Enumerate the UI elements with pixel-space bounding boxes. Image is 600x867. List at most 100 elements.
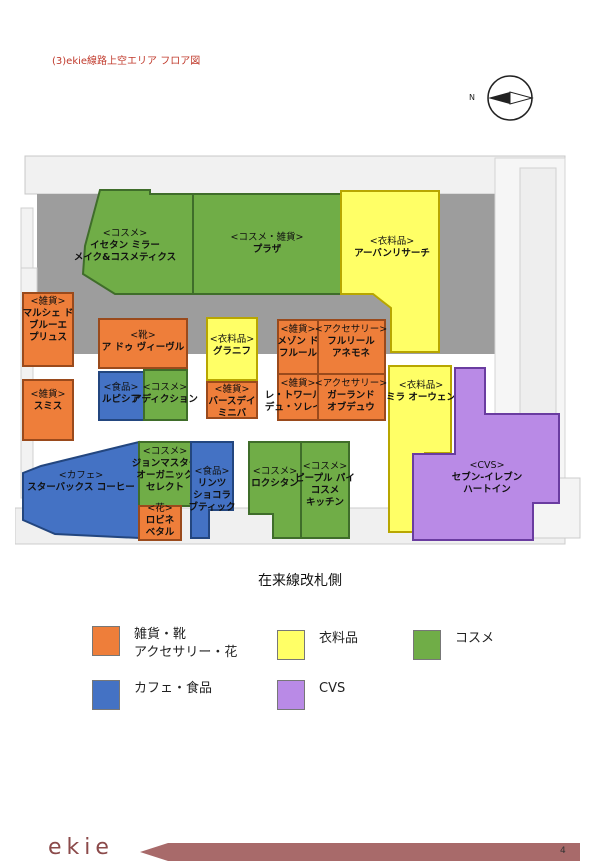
shop-name-johnmasters: オーガニック [136,469,193,481]
shop-area-peoplepie[interactable] [300,441,350,539]
shop-smith[interactable]: <雑貨>スミス [22,379,74,441]
shop-urban[interactable]: <衣料品>アーバンリサーチ [340,190,440,353]
shop-category-graniph: <衣料品> [210,333,254,345]
shop-name-marche: プリュス [29,331,67,343]
shop-area-marche[interactable] [22,292,74,367]
shop-category-starbucks: <カフェ> [59,470,103,481]
shop-name-robine: ロビネ [146,514,175,526]
shop-plaza[interactable]: <コスメ・雑貨>プラザ [192,193,342,295]
compass-north-label: N [469,93,475,102]
shop-category-garland: <アクセサリー> [315,378,387,389]
shop-category-urban: <衣料品> [370,235,414,247]
shop-name-birthday: バースデイ [208,395,255,407]
footer-arrow-bar [140,843,580,861]
shop-name-lindt: ブティック [189,501,236,513]
shop-category-loccitane: <コスメ> [253,466,297,477]
footer-logo: ekie [48,835,114,860]
shop-lupicia[interactable]: <食品>ルピシア [98,371,145,421]
shop-area-urban[interactable] [340,190,440,353]
shop-loccitane[interactable]: <コスメ>ロクシタン [248,441,302,539]
shop-name-johnmasters: ジョンマスター [132,457,199,469]
shop-name-ishetan: メイク&コスメティクス [74,252,176,263]
legend-swatch-zakka [92,626,120,656]
shop-name-smith: スミス [34,401,63,412]
legend-label-zakka: 雑貨・靴 アクセサリー・花 [134,627,238,660]
shop-area-birthday[interactable] [206,381,258,419]
page-title: (3)ekie線路上空エリア フロア図 [52,56,201,67]
shop-area-adouvivre[interactable] [98,318,188,369]
shop-category-miraowen: <衣料品> [399,379,443,391]
legend-item-cosme: コスメ [413,630,494,660]
shop-category-ishetan: <コスメ> [103,228,147,239]
shop-letrefle[interactable]: <雑貨>レ・トワール・デュ・ソレイユ [265,373,332,421]
shop-name-loccitane: ロクシタン [251,477,299,489]
shop-category-letrefle: <雑貨> [281,377,316,389]
shop-name-letrefle: デュ・ソレイユ [265,401,331,413]
shop-category-johnmasters: <コスメ> [143,446,187,457]
shop-name-seven: ハートイン [463,484,511,495]
shop-category-marche: <雑貨> [31,295,66,307]
legend-label-cafe: カフェ・食品 [134,681,213,696]
shop-name-marche: マルシェ ド [23,308,74,319]
shop-name-ishetan: イセタン ミラー [90,239,160,251]
legend-item-zakka: 雑貨・靴 アクセサリー・花 [92,626,237,662]
shop-category-peoplepie: <コスメ> [303,461,347,472]
shop-name-peoplepie: キッチン [306,497,344,508]
shop-name-peoplepie: ピープル パイ [295,472,355,484]
shop-area-lindt[interactable] [190,441,234,539]
shop-category-robine: <花> [147,502,172,514]
shop-graniph[interactable]: <衣料品>グラニフ [206,317,258,381]
legend-item-cafe: カフェ・食品 [92,680,212,710]
legend-swatch-cafe [92,680,120,710]
shop-name-fleurir: アネモネ [332,348,371,359]
shop-addiction[interactable]: <コスメ>アディクション [132,369,198,421]
shop-area-seven[interactable] [412,367,560,541]
shop-name-lindt: ショコラ [193,490,231,501]
shop-name-adouvivre: ア ドゥ ヴィーヴル [102,341,185,353]
floor-plan-svg: <コスメ>イセタン ミラーメイク&コスメティクス<コスメ・雑貨>プラザ<衣料品>… [14,148,583,548]
page-number: 4 [560,846,566,856]
shop-category-birthday: <雑貨> [215,383,250,395]
shop-category-fleurir: <アクセサリー> [315,324,387,335]
shop-name-marche: ブルーエ [29,319,67,331]
shop-area-smith[interactable] [22,379,74,441]
shop-name-seven: セブン-イレブン [452,471,522,483]
compass: N [469,73,539,123]
legend-swatch-iryo [277,630,305,660]
shop-category-seven: <CVS> [469,460,504,471]
legend-label-cvs: CVS [319,681,346,696]
legend-label-iryo: 衣料品 [319,631,359,646]
shop-category-adouvivre: <靴> [130,329,155,341]
shop-category-lupicia: <食品> [104,381,139,393]
shop-area-addiction[interactable] [143,369,188,421]
shop-area-graniph[interactable] [206,317,258,381]
shop-name-maison: フルール [279,348,318,359]
shop-name-garland: ガーランド [327,389,375,401]
shop-name-robine: ベタル [146,526,175,538]
shop-area-garland[interactable] [317,373,386,421]
legend-item-cvs: CVS [277,680,345,710]
gate-label: 在来線改札側 [258,573,342,589]
shop-name-johnmasters: セレクト [146,482,184,493]
shop-name-starbucks: スターバックス コーヒー [27,481,134,493]
shop-starbucks[interactable]: <カフェ>スターバックス コーヒー [22,440,140,540]
shop-area-robine[interactable] [138,505,182,541]
shop-category-lindt: <食品> [195,465,230,477]
legend-swatch-cosme [413,630,441,660]
legend-swatch-cvs [277,680,305,710]
shop-adouvivre[interactable]: <靴>ア ドゥ ヴィーヴル [98,318,188,369]
shop-name-addiction: アディクション [132,393,198,405]
compass-icon [487,75,534,121]
shop-name-fleurir: フルリール [327,336,375,347]
